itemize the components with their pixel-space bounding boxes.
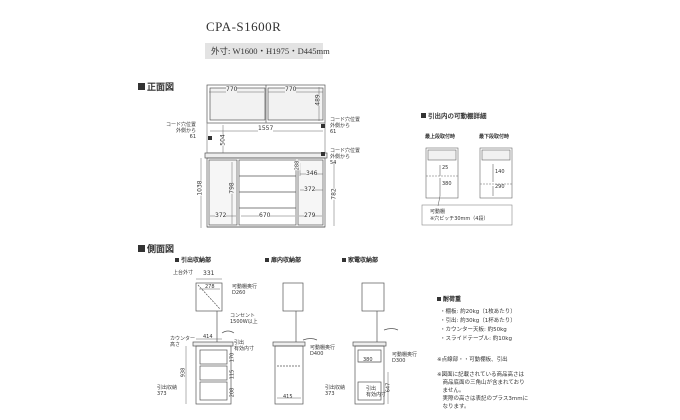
specs-title: 耐荷重 <box>437 297 461 303</box>
dim-647: 647 <box>385 382 392 393</box>
dim-380-side: 380 <box>363 357 373 363</box>
spec-note-5: なります。 <box>437 404 470 410</box>
inner-section-label: 扉内収納部 <box>265 258 301 264</box>
dim-415: 415 <box>283 394 293 400</box>
dim-331: 331 <box>203 270 215 277</box>
spec-line-4: ・スライドテーブル: 約10kg <box>440 336 512 342</box>
model-number: CPA-S1600R <box>206 19 282 34</box>
dim-208: 208 <box>229 387 236 398</box>
dim-115: 115 <box>229 369 236 380</box>
dim-770-right: 770 <box>285 86 297 93</box>
drawer-storage-373-appliance: 引出収納 373 <box>325 385 346 397</box>
shelf-bottom-mount-label: 最下段取付時 <box>479 134 510 140</box>
shelf-dim-380: 380 <box>442 181 452 187</box>
cord-hole-right-top-label: コード穴位置 外側から 61 <box>330 117 361 135</box>
spec-note-2: 商品底面の三角山が含まれており <box>437 380 525 386</box>
outer-dimensions: 外寸: W1600・H1975・D445mm <box>211 46 330 56</box>
shelf-note: 可動棚 ※穴ピッチ30mm（4段） <box>430 209 489 222</box>
dim-1557: 1557 <box>258 125 274 132</box>
drawer-storage-373: 引出収納 373 <box>157 385 178 397</box>
shelf-dim-25: 25 <box>442 165 449 171</box>
side-view-title: 側面図 <box>138 245 174 255</box>
dim-938: 938 <box>180 367 187 378</box>
dim-414: 414 <box>203 334 213 340</box>
shelf-dim-140: 140 <box>495 169 505 175</box>
counter-height-label: カウンター 高さ <box>170 336 196 348</box>
cord-hole-left-label: コード穴位置 外側から 61 <box>166 122 197 140</box>
shelf-dim-290: 290 <box>495 184 505 190</box>
spec-line-2: ・引出: 約30kg（1杯あたり） <box>440 318 516 324</box>
dim-372-right: 372 <box>304 186 316 193</box>
shelf-detail-title: 引出内の可動棚詳細 <box>421 113 487 120</box>
dim-170: 170 <box>229 352 236 363</box>
drawer-effective-label-2: 引出 有効内寸 <box>366 386 387 398</box>
dim-279: 279 <box>304 212 316 219</box>
shelf-top-mount-label: 最上段取付時 <box>425 134 456 140</box>
shelf-depth-d260: 可動棚奥行 D260 <box>232 284 258 296</box>
spec-note-4: 実際の高さは表記のプラス3mmに <box>437 396 529 402</box>
outer-dimensions-box <box>205 43 323 59</box>
drawer-effective-label: 引出 有効内寸 <box>234 340 255 352</box>
shelf-depth-d400: 可動棚奥行 D400 <box>310 345 336 357</box>
dim-770-left: 770 <box>226 86 238 93</box>
dim-670: 670 <box>259 212 271 219</box>
shelf-depth-d300: 可動棚奥行 D300 <box>392 352 418 364</box>
spec-line-3: ・カウンター天板: 約50kg <box>440 327 507 333</box>
drawer-section-label: 引出収納部 <box>175 258 211 264</box>
upper-outer-label: 上台外寸 <box>173 270 194 276</box>
dim-372-bottom: 372 <box>215 212 227 219</box>
spec-note-3: ません。 <box>437 388 465 394</box>
spec-line-1: ・棚板: 約20kg（1枚あたり） <box>440 309 516 315</box>
spec-legend: ※点線部・・可動棚板、引出 <box>437 357 508 363</box>
dim-346: 346 <box>306 170 318 177</box>
appliance-section-label: 家電収納部 <box>342 258 378 264</box>
front-view-title: 正面図 <box>138 83 174 93</box>
consent-label: コンセント 1500W以上 <box>230 313 258 325</box>
dim-278: 278 <box>205 284 215 290</box>
cord-hole-right-mid-label: コード穴位置 外側から 54 <box>330 148 361 166</box>
spec-note-1: ※図面に記載されている商品高さは <box>437 372 524 378</box>
